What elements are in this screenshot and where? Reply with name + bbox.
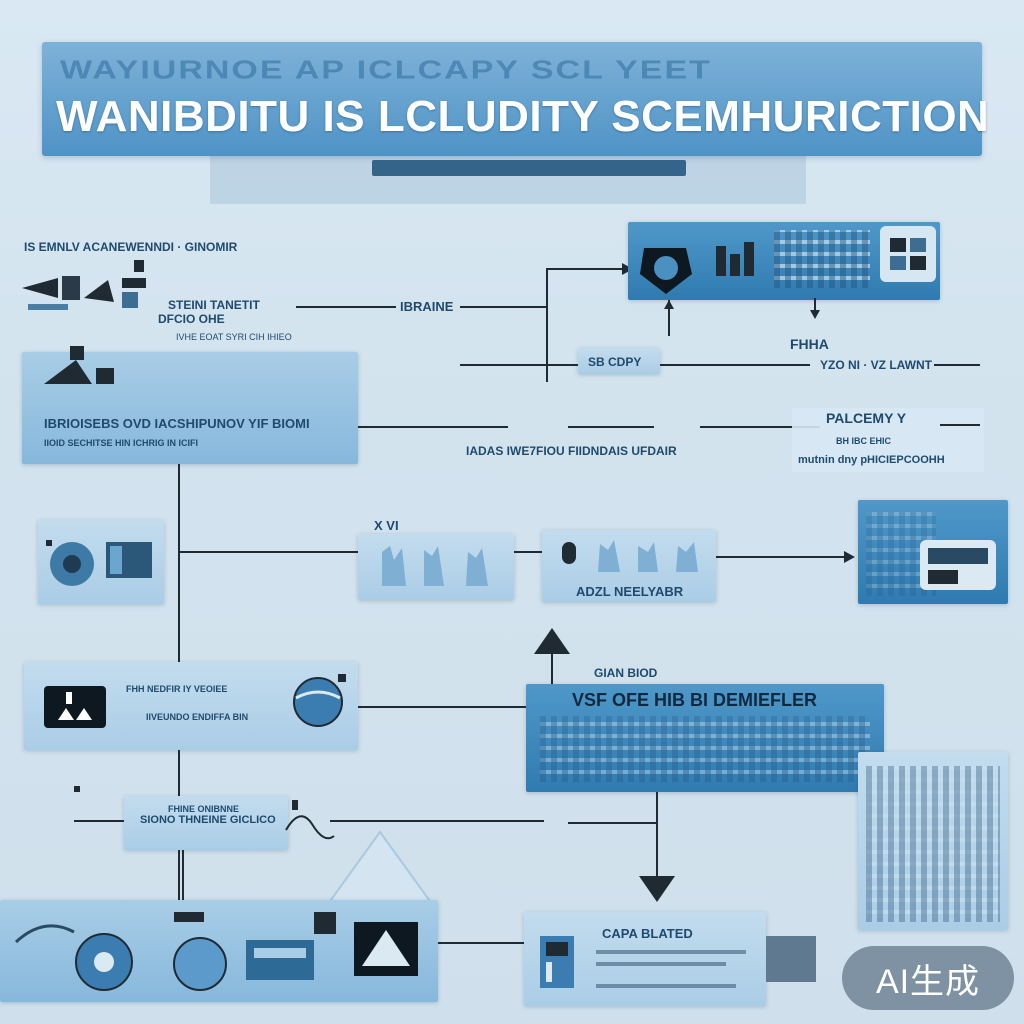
control-text-2: IIVEUNDO ENDIFFA BIN (146, 712, 249, 722)
connector-line (546, 268, 626, 270)
connector-line (934, 364, 980, 366)
arrow-right (622, 263, 633, 275)
left-mid-label-1: STEINI TANETIT (168, 298, 260, 312)
ai-generated-badge: AI生成 (842, 946, 1014, 1010)
connector-line (546, 268, 548, 382)
arrow-down (639, 876, 675, 902)
connector-line (182, 850, 184, 900)
connector-line (814, 298, 816, 312)
palcemy-sub2: mutnin dny pHICIEPCOOHH (798, 454, 945, 466)
connector-line (656, 792, 658, 876)
connector-line (74, 820, 124, 822)
arrow-up (664, 300, 674, 309)
connector-line (178, 551, 360, 553)
connector-line (438, 942, 526, 944)
connector-line (700, 426, 820, 428)
text-line (596, 962, 726, 966)
main-box-title: IBRIOISEBS OVD IACSHIPUNOV YIF BIOMI (44, 416, 310, 431)
connector-line (940, 424, 980, 426)
processing-module (526, 684, 884, 792)
title-progress-bar (372, 160, 686, 176)
capa-label: CAPA BLATED (602, 926, 693, 941)
processing-title: VSF OFE HIB BI DEMIEFLER (572, 690, 818, 710)
left-mid-label-3: IVHE EOAT SYRI CIH IHIEO (176, 332, 292, 342)
puzzle-icon (890, 238, 926, 270)
sb-cdpy-label: SB CDPY (588, 355, 642, 369)
connector-line (551, 652, 553, 686)
adzl-label: ADZL NEELYABR (576, 584, 684, 599)
output-tab (766, 936, 816, 982)
arrow-up (534, 628, 570, 654)
connector-line (568, 822, 658, 824)
left-mid-label-2: DFCIO OHE (158, 312, 225, 326)
top-left-header: IS EMNLV ACANEWENNDI · GINOMIR (24, 240, 238, 254)
page-title: WANIBDITU IS LCLUDITY SCEMHURICTION (56, 92, 990, 141)
connector-line (460, 306, 546, 308)
device-icon (540, 936, 574, 988)
xvi-label: X VI (374, 518, 399, 533)
text-line (596, 984, 736, 988)
gear-icon (46, 540, 152, 586)
globe-icon (293, 674, 346, 727)
connector-line (460, 364, 580, 366)
connector-line (660, 364, 810, 366)
camera-icon (640, 248, 692, 294)
hand-icon (382, 546, 488, 586)
chart-icon (716, 242, 754, 276)
connector-line (716, 556, 850, 558)
palcemy-panel (792, 408, 984, 472)
info-text-2: SIONO THNEINE GICLICO (140, 814, 276, 826)
palcemy-sub1: BH IBC EHIC (836, 436, 892, 446)
adas-label: IADAS IWE7FIOU FIIDNDAIS UFDAIR (466, 444, 677, 458)
app-tile (880, 226, 936, 282)
triangle-icon (326, 830, 434, 905)
title-banner (42, 42, 982, 156)
connector-line (568, 426, 654, 428)
connector-line (330, 820, 544, 822)
title-ghost-text: WAYIURNOE AP ICLCAPY SCL YEET (60, 56, 712, 85)
info-box (124, 796, 288, 850)
control-text-1: FHH NEDFIR IY VEOIEE (126, 684, 228, 694)
connector-line (358, 706, 526, 708)
info-text-1: FHINE ONIBNNE (168, 804, 240, 814)
connector-line (358, 426, 508, 428)
keypad-icon (44, 686, 106, 728)
connector-line (668, 300, 670, 336)
data-grid-panel (774, 230, 870, 288)
yzo-label: YZO NI · VZ LAWNT (820, 358, 932, 372)
main-box-subtitle: IIOID SECHITSE HIN ICHRIG IN ICIFI (44, 438, 199, 448)
device-icon (44, 346, 114, 384)
sb-cdpy-box (578, 348, 660, 374)
bullet-dot (74, 786, 80, 792)
cable-icon (285, 800, 335, 840)
processing-grid (540, 716, 870, 782)
hand-icon (562, 540, 698, 572)
connector-line (514, 551, 542, 553)
network-icon (22, 260, 146, 310)
arrow-down (810, 310, 820, 319)
braine-label: IBRAINE (400, 299, 454, 314)
fhha-label: FHHA (790, 336, 829, 352)
table-grid (866, 766, 1000, 922)
arrow-right (844, 551, 855, 563)
palcemy-label: PALCEMY Y (826, 410, 907, 426)
text-line (596, 950, 746, 954)
connector-line (296, 306, 396, 308)
lower-mid-header: GIAN BIOD (594, 666, 658, 680)
hardware-icon (14, 912, 418, 991)
server-icon (920, 540, 996, 590)
